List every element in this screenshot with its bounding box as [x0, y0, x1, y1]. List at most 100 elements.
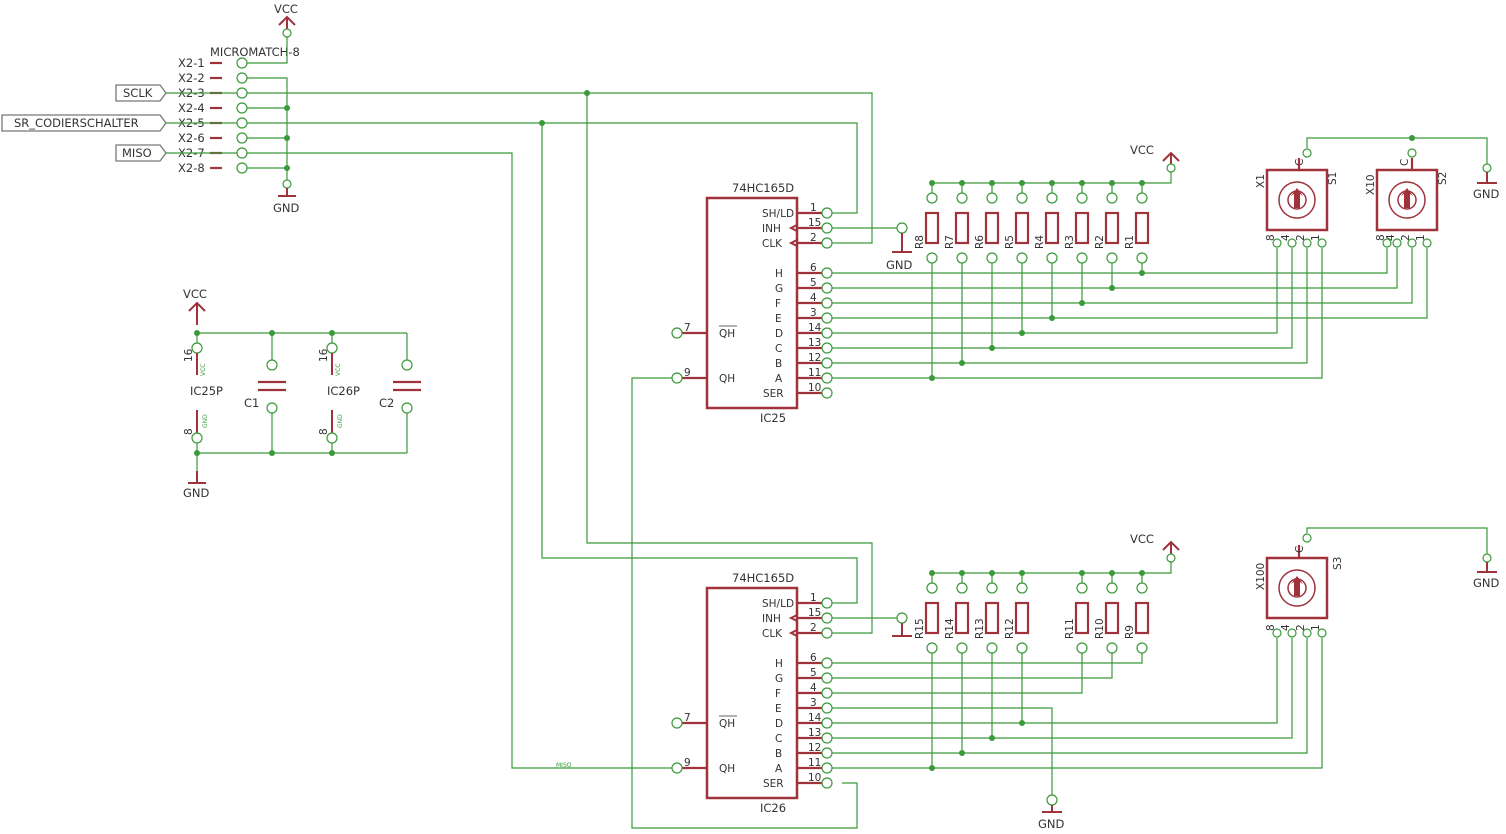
svg-text:9: 9	[684, 367, 691, 379]
svg-text:GND: GND	[183, 486, 210, 500]
resistor-r11: R11	[1064, 570, 1090, 654]
switch-s2[interactable]: C S2 X10 8 4 2 1 GND	[1365, 135, 1500, 248]
svg-text:1: 1	[1310, 624, 1322, 631]
svg-text:2: 2	[1295, 624, 1307, 631]
svg-text:6: 6	[810, 652, 817, 664]
svg-text:13: 13	[808, 727, 821, 739]
svg-text:GND: GND	[1038, 817, 1065, 831]
svg-text:VCC: VCC	[1130, 532, 1154, 546]
svg-text:5: 5	[810, 277, 817, 289]
svg-text:CLK: CLK	[762, 628, 783, 640]
resistor-r4: R4	[1034, 180, 1060, 264]
svg-text:A: A	[775, 373, 783, 385]
ic25-chip[interactable]: 74HC165D IC25 SH/LD INH CLK 1 15 2 H G F…	[671, 181, 902, 425]
svg-text:H: H	[775, 268, 783, 280]
ic26-data-pins: H G F E D C B A SER 6 5 4 3 14 13 12 11 …	[763, 652, 833, 790]
resistor-label: R9	[1124, 625, 1136, 639]
connector-pin-8: X2-8	[178, 161, 248, 175]
resistor-r7: R7	[944, 180, 970, 264]
svg-text:1: 1	[1415, 234, 1427, 241]
svg-text:14: 14	[808, 712, 822, 724]
resistor-array-top: VCC GND	[886, 143, 1180, 272]
svg-text:4: 4	[1280, 624, 1292, 631]
svg-text:VCC: VCC	[200, 364, 207, 376]
svg-text:S2: S2	[1437, 172, 1449, 185]
resistor-label: R2	[1094, 235, 1106, 249]
svg-text:7: 7	[684, 712, 691, 724]
svg-text:1: 1	[1310, 234, 1322, 241]
ic26-output-pins: QH QH 7 9	[671, 712, 737, 775]
svg-text:2: 2	[810, 622, 817, 634]
capacitor-c1: C1	[244, 333, 286, 453]
svg-text:C: C	[1294, 546, 1306, 553]
svg-text:12: 12	[808, 742, 821, 754]
resistor-label: R8	[914, 235, 926, 249]
svg-text:8: 8	[1265, 234, 1277, 241]
svg-text:MISO: MISO	[122, 146, 152, 160]
connector-type-label: MICROMATCH-8	[210, 45, 300, 59]
svg-text:IC25P: IC25P	[190, 384, 223, 398]
svg-text:MISO: MISO	[556, 762, 572, 769]
svg-text:X2-2: X2-2	[178, 71, 205, 85]
svg-text:C: C	[1399, 159, 1411, 166]
svg-text:VCC: VCC	[335, 364, 342, 376]
svg-text:D: D	[775, 328, 783, 340]
svg-text:S3: S3	[1332, 557, 1344, 570]
svg-text:E: E	[775, 313, 782, 325]
port-miso[interactable]: MISO	[115, 144, 237, 162]
svg-text:8: 8	[318, 428, 330, 435]
connector-pin-4: X2-4	[178, 101, 248, 115]
switch-s3[interactable]: C S3 X100 8 4 2 1 GND	[1255, 527, 1500, 638]
svg-text:C: C	[775, 343, 782, 355]
resistor-r3: R3	[1064, 180, 1090, 264]
svg-text:3: 3	[810, 697, 817, 709]
svg-text:9: 9	[684, 757, 691, 769]
resistor-label: R4	[1034, 235, 1046, 249]
svg-text:VCC: VCC	[183, 287, 207, 301]
svg-text:GND: GND	[1473, 576, 1500, 590]
svg-text:X2-8: X2-8	[178, 161, 205, 175]
switch-s1[interactable]: C S1 X1 8 4 2 1	[1255, 137, 1412, 248]
resistor-label: R12	[1004, 618, 1016, 639]
port-sclk[interactable]: SCLK	[115, 84, 237, 102]
svg-text:5: 5	[810, 667, 817, 679]
resistor-label: R10	[1094, 618, 1106, 639]
svg-text:B: B	[775, 358, 782, 370]
svg-text:GND: GND	[202, 414, 209, 428]
resistor-label: R5	[1004, 235, 1016, 249]
resistor-r12: R12	[1004, 570, 1030, 654]
svg-text:12: 12	[808, 352, 821, 364]
svg-text:4: 4	[1280, 234, 1292, 241]
connector-pin-1: X2-1	[178, 56, 248, 70]
svg-text:IC25: IC25	[760, 411, 786, 425]
resistor-label: R1	[1124, 235, 1136, 249]
svg-text:4: 4	[1385, 234, 1397, 241]
svg-text:74HC165D: 74HC165D	[732, 571, 794, 585]
resistor-label: R11	[1064, 618, 1076, 639]
vcc-symbol-connector: VCC	[247, 2, 298, 64]
svg-text:10: 10	[808, 772, 821, 784]
svg-text:8: 8	[1375, 234, 1387, 241]
svg-text:15: 15	[808, 217, 821, 229]
svg-text:C: C	[775, 733, 782, 745]
svg-text:11: 11	[808, 367, 821, 379]
ic26-chip[interactable]: 74HC165D IC26 SH/LD INH CLK 1 15 2 H G F…	[671, 571, 902, 815]
connector-pin-2: X2-2	[178, 71, 248, 85]
svg-text:7: 7	[684, 322, 691, 334]
svg-text:X1: X1	[1255, 174, 1267, 188]
resistor-label: R6	[974, 235, 986, 249]
svg-text:C1: C1	[244, 396, 259, 410]
svg-text:X2-6: X2-6	[178, 131, 205, 145]
resistor-label: R14	[944, 618, 956, 639]
svg-text:SR_CODIERSCHALTER: SR_CODIERSCHALTER	[14, 116, 139, 130]
svg-text:B: B	[775, 748, 782, 760]
svg-text:H: H	[775, 658, 783, 670]
svg-text:X2-4: X2-4	[178, 101, 205, 115]
port-sr-codierschalter[interactable]: SR_CODIERSCHALTER	[1, 114, 237, 132]
svg-text:GND: GND	[886, 258, 913, 272]
ic25-output-pins: QH QH 7 9	[671, 322, 737, 385]
connector-x2[interactable]: MICROMATCH-8 X2-1 X2-2 X2-3 X2-4 X2-5 X2…	[178, 45, 300, 175]
resistor-r14: R14	[944, 570, 970, 654]
